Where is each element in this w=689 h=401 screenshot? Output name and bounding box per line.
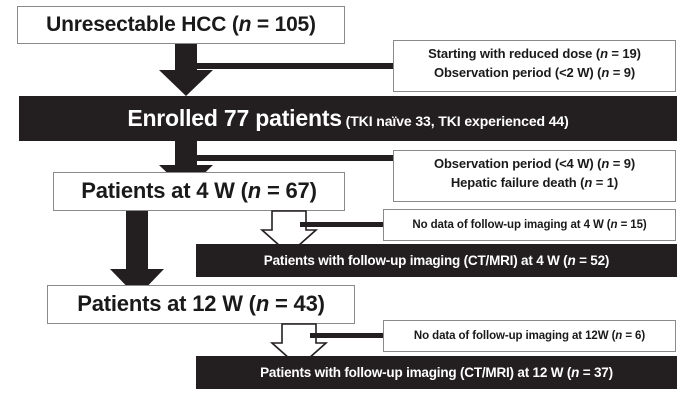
exclusion-box-1: Starting with reduced dose (n = 19) Obse…	[393, 40, 676, 92]
connector-exclusion-1	[185, 63, 397, 69]
node-unresectable-hcc-label: Unresectable HCC (n = 105)	[46, 13, 316, 37]
exclusion-1-line-1: Starting with reduced dose (n = 19)	[428, 46, 641, 61]
arrow-patients-4w-to-12w	[103, 211, 171, 297]
node-enrolled-label: Enrolled 77 patients (TKI naïve 33, TKI …	[127, 104, 569, 131]
exclusion-box-2: Observation period (<4 W) (n = 9) Hepati…	[393, 150, 676, 202]
arrow-enrolled-to-patients-4w	[152, 141, 220, 191]
exclusion-box-4: No data of follow-up imaging at 12W (n =…	[383, 320, 676, 352]
exclusion-3-label: No data of follow-up imaging at 4 W (n =…	[412, 218, 647, 231]
node-patients-4w-label: Patients at 4 W (n = 67)	[81, 178, 317, 204]
node-enrolled: Enrolled 77 patients (TKI naïve 33, TKI …	[19, 96, 677, 141]
node-imaging-4w: Patients with follow-up imaging (CT/MRI)…	[196, 244, 677, 277]
node-patients-4w: Patients at 4 W (n = 67)	[53, 172, 345, 211]
arrow-patients-4w-to-imaging-4w	[258, 210, 320, 256]
node-imaging-12w-label: Patients with follow-up imaging (CT/MRI)…	[260, 364, 613, 380]
arrow-source-to-enrolled	[152, 44, 220, 96]
connector-exclusion-3	[300, 222, 386, 227]
exclusion-2-line-1: Observation period (<4 W) (n = 9)	[433, 156, 636, 171]
node-imaging-4w-label: Patients with follow-up imaging (CT/MRI)…	[263, 252, 610, 268]
connector-exclusion-2	[185, 155, 397, 161]
node-patients-12w: Patients at 12 W (n = 43)	[47, 285, 355, 324]
node-imaging-12w: Patients with follow-up imaging (CT/MRI)…	[196, 356, 677, 389]
node-patients-12w-label: Patients at 12 W (n = 43)	[77, 291, 325, 317]
exclusion-2-line-2: Hepatic failure death (n = 1)	[450, 174, 619, 190]
exclusion-box-3: No data of follow-up imaging at 4 W (n =…	[383, 209, 676, 241]
exclusion-1-line-2: Observation period (<2 W) (n = 9)	[433, 64, 636, 80]
exclusion-4-label: No data of follow-up imaging at 12W (n =…	[413, 329, 646, 342]
node-unresectable-hcc: Unresectable HCC (n = 105)	[17, 6, 345, 44]
connector-exclusion-4	[310, 333, 386, 338]
